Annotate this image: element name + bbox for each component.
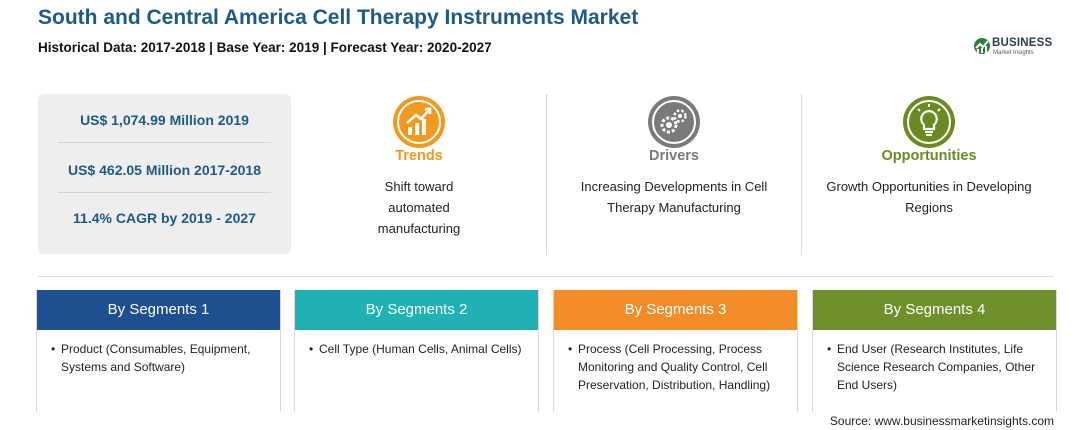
trends-description: Shift toward automated manufacturing [377, 179, 461, 236]
segment-header: By Segments 1 [37, 290, 280, 330]
segment-card-1: By Segments 1 • Product (Consumables, Eq… [36, 290, 281, 412]
segment-item: Process (Cell Processing, Process Monito… [578, 342, 771, 392]
drivers-title: Drivers [649, 148, 699, 164]
logo-tagline: Market Insights [993, 50, 1034, 56]
stat-divider [58, 142, 271, 143]
segment-item: Cell Type (Human Cells, Animal Cells) [319, 342, 522, 356]
segment-item: End User (Research Institutes, Life Scie… [837, 342, 1036, 392]
stat-historical-size: US$ 462.05 Million 2017-2018 [68, 162, 261, 178]
segment-card-2: By Segments 2 • Cell Type (Human Cells, … [294, 290, 539, 412]
column-divider [801, 94, 802, 254]
opportunities-column: Opportunities Growth Opportunities in De… [804, 92, 1054, 252]
column-divider [546, 94, 547, 254]
stat-market-size-2019: US$ 1,074.99 Million 2019 [80, 112, 249, 128]
segment-header: By Segments 4 [813, 290, 1056, 330]
trends-column: Trends Shift toward automated manufactur… [294, 92, 544, 252]
segment-card-3: By Segments 3 • Process (Cell Processing… [553, 290, 798, 412]
bullet-marker: • [568, 342, 573, 356]
drivers-description: Increasing Developments in Cell Therapy … [580, 179, 768, 215]
stat-cagr: 11.4% CAGR by 2019 - 2027 [73, 210, 256, 226]
page-title: South and Central America Cell Therapy I… [38, 6, 639, 29]
trends-title: Trends [395, 148, 443, 164]
opportunities-title: Opportunities [881, 148, 977, 164]
page-subtitle: Historical Data: 2017-2018 | Base Year: … [38, 40, 492, 55]
lightbulb-icon [903, 96, 955, 148]
section-divider [38, 276, 1054, 277]
drivers-column: Drivers Increasing Developments in Cell … [549, 92, 799, 252]
bullet-marker: • [309, 342, 314, 356]
segment-body: • Process (Cell Processing, Process Moni… [554, 330, 797, 394]
segment-body: • Cell Type (Human Cells, Animal Cells) [295, 330, 538, 358]
segment-card-4: By Segments 4 • End User (Research Insti… [812, 290, 1057, 412]
segment-body: • Product (Consumables, Equipment, Syste… [37, 330, 280, 376]
segment-body: • End User (Research Institutes, Life Sc… [813, 330, 1056, 394]
opportunities-description: Growth Opportunities in Developing Regio… [826, 179, 1032, 215]
segment-header: By Segments 3 [554, 290, 797, 330]
source-credit: Source: www.businessmarketinsights.com [829, 414, 1054, 428]
segment-item: Product (Consumables, Equipment, Systems… [61, 342, 251, 374]
gears-icon [648, 96, 700, 148]
bullet-marker: • [51, 342, 56, 356]
stat-divider [58, 192, 271, 193]
segment-header: By Segments 2 [295, 290, 538, 330]
trend-chart-icon [393, 96, 445, 148]
market-stats-panel: US$ 1,074.99 Million 2019 US$ 462.05 Mil… [38, 94, 291, 254]
bullet-marker: • [827, 342, 832, 356]
logo-globe-icon [974, 38, 990, 54]
company-logo: BUSINESS Market Insights [972, 34, 1062, 60]
logo-name: BUSINESS [992, 37, 1053, 49]
